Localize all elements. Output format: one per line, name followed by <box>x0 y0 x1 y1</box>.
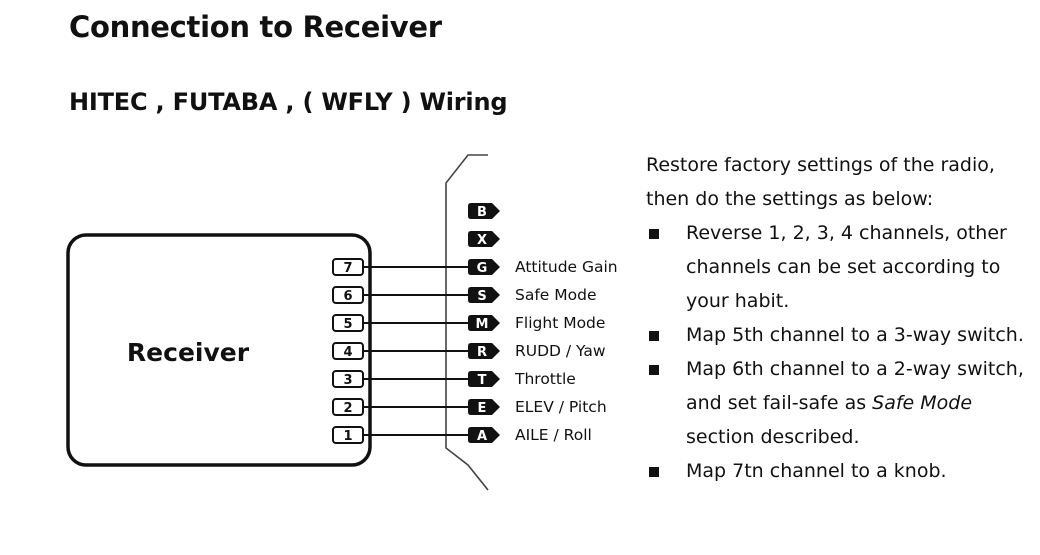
page-title: Connection to Receiver <box>69 10 442 44</box>
channel-function-label: AILE / Roll <box>515 426 592 444</box>
intro-line-1: Restore factory settings of the radio, <box>646 154 995 176</box>
channel-row: 4 R RUDD / Yaw <box>332 342 606 360</box>
port-number: 1 <box>343 429 352 444</box>
channel-row: 6 S Safe Mode <box>332 286 597 304</box>
channel-letter: M <box>476 317 489 332</box>
receiver-port: 7 <box>332 258 364 276</box>
channel-tag: S <box>468 287 500 304</box>
square-bullet-icon <box>649 331 659 341</box>
port-number: 2 <box>343 401 352 416</box>
receiver-label: Receiver <box>127 338 250 367</box>
channel-function-label: RUDD / Yaw <box>515 342 606 360</box>
channel-function-label: ELEV / Pitch <box>515 398 607 416</box>
step-text: Map 5th channel to a 3-way switch. <box>686 324 1024 346</box>
channel-row: 1 A AILE / Roll <box>332 426 592 444</box>
receiver-port: 1 <box>332 426 364 444</box>
intro-line-2: then do the settings as below: <box>646 188 934 210</box>
list-item: Reverse 1, 2, 3, 4 channels, other chann… <box>646 216 1036 318</box>
channel-row: 2 E ELEV / Pitch <box>332 398 607 416</box>
port-number: 7 <box>343 261 352 276</box>
channel-tag: T <box>468 371 500 388</box>
channel-letter: E <box>478 401 487 416</box>
receiver-port: 2 <box>332 398 364 416</box>
channel-function-label: Safe Mode <box>515 286 597 304</box>
channel-function-label: Attitude Gain <box>515 258 618 276</box>
unused-channel-tag: B <box>468 203 500 220</box>
receiver-port: 6 <box>332 286 364 304</box>
settings-list: Reverse 1, 2, 3, 4 channels, other chann… <box>646 216 1036 488</box>
channel-letter: A <box>477 429 487 444</box>
receiver-port: 4 <box>332 342 364 360</box>
square-bullet-icon <box>649 467 659 477</box>
setup-instructions: Restore factory settings of the radio, t… <box>646 148 1036 488</box>
list-item: Map 7tn channel to a knob. <box>646 454 1036 488</box>
channel-function-label: Flight Mode <box>515 314 605 332</box>
step-text-before: Map 6th channel to a 2-way switch, and s… <box>686 358 1024 414</box>
channel-function-label: Throttle <box>514 370 576 388</box>
receiver-port: 5 <box>332 314 364 332</box>
list-item: Map 5th channel to a 3-way switch. <box>646 318 1036 352</box>
channel-tag: M <box>468 315 500 332</box>
step-text-after: section described. <box>686 426 860 448</box>
channel-letter: X <box>477 233 487 248</box>
square-bullet-icon <box>649 229 659 239</box>
channel-tag: E <box>468 399 500 416</box>
channel-tag: A <box>468 427 500 444</box>
channel-letter: G <box>477 261 488 276</box>
port-number: 6 <box>343 289 352 304</box>
channel-letter: R <box>477 345 487 360</box>
channel-letter: T <box>478 373 487 388</box>
wiring-diagram: Receiver BX 7 G Attitude Gain 6 S Safe Mode 5 M… <box>66 154 618 491</box>
instructions-intro: Restore factory settings of the radio, t… <box>646 148 1036 216</box>
square-bullet-icon <box>649 365 659 375</box>
channel-row: 5 M Flight Mode <box>332 314 605 332</box>
channel-row: 3 T Throttle <box>332 370 576 388</box>
list-item: Map 6th channel to a 2-way switch, and s… <box>646 352 1036 454</box>
channel-letter: S <box>477 289 486 304</box>
step-text: Reverse 1, 2, 3, 4 channels, other chann… <box>686 222 1007 312</box>
receiver-port: 3 <box>332 370 364 388</box>
port-number: 5 <box>343 317 352 332</box>
channel-letter: B <box>477 205 487 220</box>
safe-mode-reference: Safe Mode <box>872 392 973 414</box>
channel-tag: R <box>468 343 500 360</box>
wiring-subtitle: HITEC , FUTABA , ( WFLY ) Wiring <box>69 88 508 116</box>
channel-tag: G <box>468 259 500 276</box>
step-text: Map 7tn channel to a knob. <box>686 460 947 482</box>
port-number: 3 <box>343 373 352 388</box>
unused-channel-tag: X <box>468 231 500 248</box>
flight-controller-outline <box>445 154 489 491</box>
channel-row: 7 G Attitude Gain <box>332 258 618 276</box>
port-number: 4 <box>343 345 352 360</box>
